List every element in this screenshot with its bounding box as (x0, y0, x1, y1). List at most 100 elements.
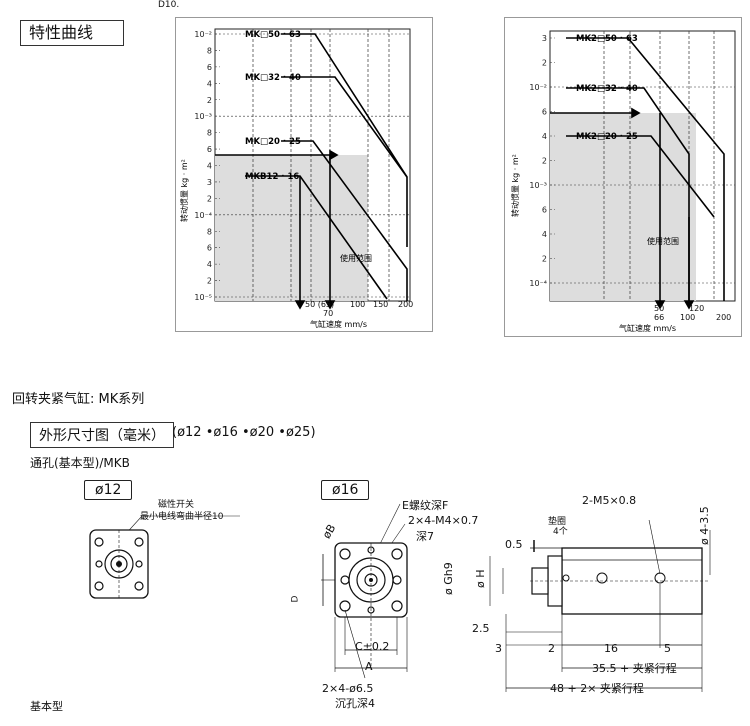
range-label: 使用范围 (647, 236, 679, 246)
y-tick-label: 10⁻² (194, 30, 212, 39)
y-tick-label: 2 (207, 96, 212, 105)
cut-text: D10. (158, 0, 180, 10)
counterbore-label: 沉孔深4 (335, 697, 375, 710)
legend-mk32-40: MK□32 · 40 (245, 73, 301, 83)
phi-h-label: ø H (474, 569, 487, 589)
d-dim-label: D (290, 595, 301, 603)
legend-mkb12-16: MKB12 · 16 (245, 172, 299, 182)
range-label: 使用范围 (340, 253, 372, 263)
series-heading: 回转夹紧气缸: MK系列 (12, 392, 145, 407)
x-tick-50: 50 (654, 304, 664, 313)
y-tick-label: 2 (542, 255, 547, 264)
side-view (489, 520, 711, 692)
y-tick-label: 4 (207, 260, 212, 269)
x-tick-50-65: 50 (65) (305, 300, 334, 309)
dimension-sizes: (ø12 •ø16 •ø20 •ø25) (172, 425, 316, 440)
y-tick-label: 10⁻² (529, 83, 547, 92)
usage-range-area (550, 113, 696, 301)
legend-mk2-32-40: MK2□32 · 40 (576, 84, 638, 94)
x-axis-label: 气缸速度 mm/s (310, 319, 367, 329)
footer-label: 基本型 (30, 700, 63, 713)
y-tick-label: 8 (207, 129, 212, 138)
section-title: 特性曲线 (20, 20, 124, 46)
dim-3: 3 (495, 642, 502, 655)
y-tick-label: 10⁻⁴ (529, 279, 547, 288)
x-tick-120: 120 (689, 304, 704, 313)
y-tick-label: 3 (542, 34, 547, 43)
usage-range-area (215, 155, 368, 301)
dim-16: 16 (604, 642, 618, 655)
x-tick-200: 200 (398, 300, 413, 309)
y-tick-label: 6 (207, 244, 212, 253)
series-mk2-20-25-curve (566, 135, 715, 218)
diagram-16 (321, 503, 408, 679)
series-mk2-50-63-curve (566, 37, 725, 301)
washer-count: 4个 (553, 527, 568, 537)
right-chart: 3 2 10⁻² 6 4 2 10⁻³ 6 4 2 10⁻⁴ MK2□50 · 63 MK2□32 … (504, 17, 742, 337)
y-tick-label: 3 (207, 178, 212, 187)
y-tick-label: 10⁻³ (194, 112, 212, 121)
y-tick-label: 2 (207, 277, 212, 286)
arrow-down-100 (294, 300, 306, 310)
y-tick-label: 8 (207, 227, 212, 236)
y-tick-label: 4 (542, 132, 547, 141)
left-chart: 10⁻² 8 6 4 2 10⁻³ 8 6 4 3 2 10⁻⁴ 8 6 4 2 10⁻⁵ MK□50 · 63… (175, 17, 433, 332)
dim-2: 2 (548, 642, 555, 655)
arrow-right (631, 107, 641, 119)
a-dim-label: A (365, 660, 373, 673)
m5-label: 2-M5×0.8 (582, 494, 637, 507)
note-magnetic-switch: 磁性开关 (158, 500, 195, 510)
dim-2-5: 2.5 (472, 622, 490, 635)
arrow-down-66 (654, 300, 666, 310)
y-tick-label: 4 (207, 162, 212, 171)
x-axis-label: 气缸速度 mm/s (619, 323, 676, 333)
e-thread-label: E螺纹深F (402, 499, 449, 512)
y-tick-label: 8 (207, 46, 212, 55)
c-dim-label: C±0.2 (355, 640, 390, 653)
y-tick-label: 6 (542, 108, 547, 117)
y-axis-label: 转动惯量 kg · m² (179, 159, 189, 222)
y-tick-label: 10⁻³ (529, 181, 547, 190)
size-tag-16: ø16 (321, 480, 370, 500)
arrow-down-100 (683, 300, 695, 310)
diagram-12 (89, 515, 240, 599)
y-tick-label: 4 (542, 230, 547, 239)
y-tick-label: 6 (207, 63, 212, 72)
legend-mk2-50-63: MK2□50 · 63 (576, 34, 638, 44)
y-tick-label: 4 (207, 79, 212, 88)
through-hole-label: 通孔(基本型)/MKB (30, 456, 130, 470)
legend-mk2-20-25: MK2□20 · 25 (576, 132, 638, 142)
arrow-down-150 (324, 300, 336, 310)
y-tick-label: 6 (542, 206, 547, 215)
dimension-title: 外形尺寸图（毫米） (30, 422, 174, 448)
dim-48: 48 + 2× 夹紧行程 (550, 682, 644, 695)
x-tick-70: 70 (323, 309, 333, 318)
y-tick-label: 10⁻⁵ (194, 293, 212, 302)
note-bend-radius: 最小电线弯曲半径10 (140, 512, 224, 522)
dim-0-5: 0.5 (505, 538, 523, 551)
x-tick-100: 100 (680, 313, 695, 322)
y-tick-label: 10⁻⁴ (194, 211, 212, 220)
phi-4-3-5-label: ø 4-3.5 (698, 506, 711, 545)
legend-mk50-63: MK□50 · 63 (245, 30, 301, 40)
series-mk20-25-curve (281, 140, 408, 301)
series-mk32-40-curve (281, 76, 408, 178)
y-tick-label: 6 (207, 145, 212, 154)
y-tick-label: 2 (542, 157, 547, 166)
size-tag-12: ø12 (84, 480, 133, 500)
y-tick-label: 2 (542, 59, 547, 68)
phi-g9-label: ø Gh9 (442, 562, 455, 595)
y-tick-label: 2 (207, 194, 212, 203)
deep7-label: 深7 (416, 530, 434, 543)
legend-mk20-25: MK□20 · 25 (245, 137, 301, 147)
m4-label: 2×4-M4×0.7 (408, 514, 479, 527)
phi65-label: 2×4-ø6.5 (322, 682, 374, 695)
washer-label: 垫圈 (548, 517, 567, 527)
dim-35-5: 35.5 + 夹紧行程 (592, 662, 677, 675)
y-axis-label: 转动惯量 kg · m² (510, 154, 520, 217)
x-tick-100: 100 (350, 300, 365, 309)
x-tick-200: 200 (716, 313, 731, 322)
dim-5: 5 (664, 642, 671, 655)
series-mk50-63-curve (281, 33, 408, 247)
x-tick-66: 66 (654, 313, 664, 322)
